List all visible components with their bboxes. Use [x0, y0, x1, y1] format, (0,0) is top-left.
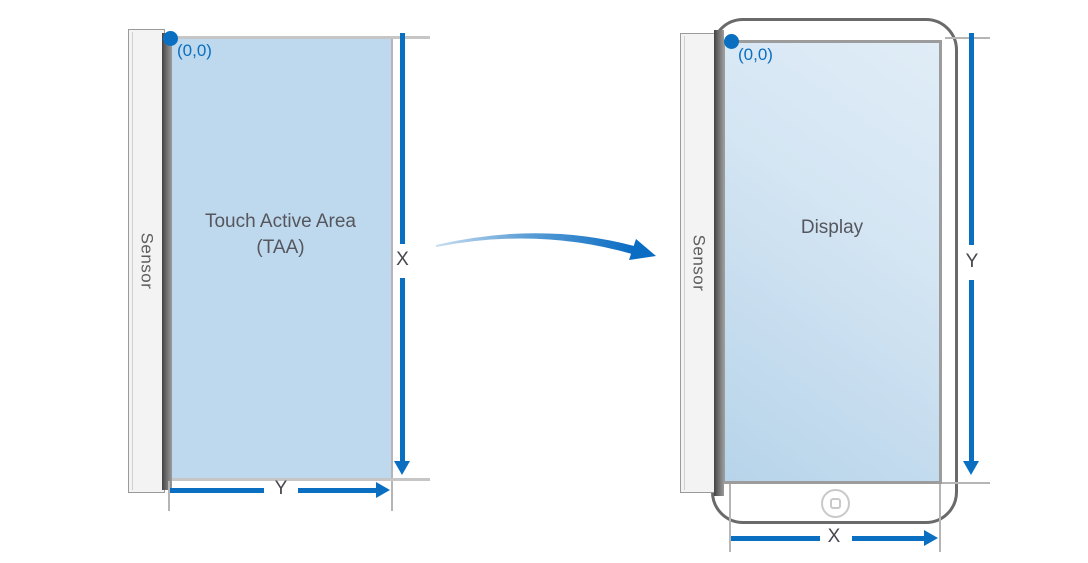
y-extent-line-right	[391, 481, 393, 511]
x-dimension-line-bottom	[400, 278, 405, 462]
origin-label-right: (0,0)	[738, 45, 773, 64]
y-dimension-label-right: Y	[965, 251, 979, 272]
x-extent-line-right	[939, 484, 941, 552]
origin-dot-right	[724, 34, 739, 49]
y-extent-line-left	[168, 481, 170, 511]
y-dimension-line-bottom-right	[969, 280, 974, 462]
taa-bottom-border	[172, 478, 430, 481]
origin-label: (0,0)	[177, 41, 212, 60]
taa-label-line1: Touch Active Area	[204, 211, 357, 232]
touch-active-area: Touch Active Area (TAA)	[172, 39, 393, 478]
taa-label: Touch Active Area (TAA)	[172, 209, 389, 261]
y-dimension-label: Y	[274, 478, 288, 499]
origin-dot	[163, 31, 178, 46]
home-button-icon	[821, 489, 850, 518]
x-extent-line-left	[729, 484, 731, 552]
x-dimension-line-right-right	[852, 536, 925, 541]
y-dimension-line-left	[170, 488, 264, 493]
arrow-right-icon-right	[924, 530, 938, 546]
arrow-right-icon	[376, 482, 390, 498]
y-dimension-line-right	[298, 488, 377, 493]
x-dimension-label: X	[396, 249, 409, 270]
taa-label-line2: (TAA)	[256, 237, 305, 258]
taa-top-border	[172, 36, 430, 39]
sensor-strip-right	[714, 30, 724, 496]
transform-curved-arrow-icon	[436, 233, 656, 260]
sensor-strip	[162, 33, 172, 490]
x-dimension-line-left-right	[731, 536, 820, 541]
home-button-square-icon	[830, 498, 841, 509]
display-label: Display	[800, 217, 864, 238]
y-dimension-line-top-right	[969, 33, 974, 245]
sensor-label: Sensor	[137, 232, 157, 290]
sensor-bar: Sensor	[128, 29, 165, 493]
x-dimension-label-right: X	[827, 526, 841, 547]
arrow-down-icon	[394, 461, 410, 475]
y-extent-line-bottom	[941, 482, 990, 484]
x-dimension-line-top	[400, 33, 405, 244]
sensor-label-right: Sensor	[689, 234, 708, 292]
display-area: Display	[722, 40, 942, 484]
sensor-bar-right: Sensor	[680, 33, 716, 493]
sensor-bar-highlight	[132, 32, 133, 490]
arrow-down-icon-right	[963, 461, 979, 475]
sensor-bar-right-highlight	[684, 36, 685, 490]
y-extent-line-top	[945, 37, 990, 39]
